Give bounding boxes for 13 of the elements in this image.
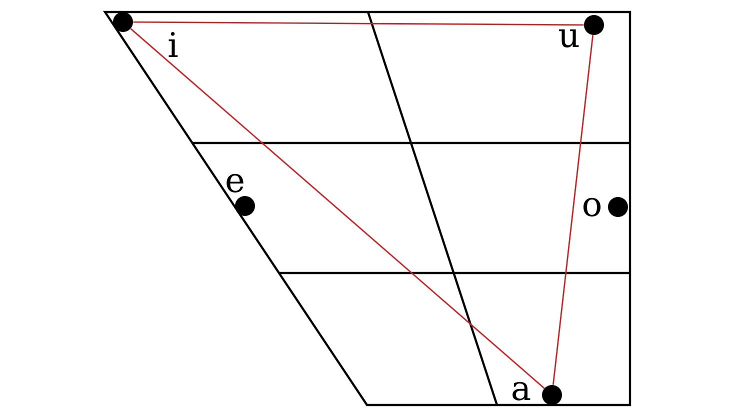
vowel-dot	[542, 385, 562, 405]
connector-line	[552, 35, 594, 385]
vowel-label: i	[168, 32, 178, 57]
vowel-label: o	[583, 198, 601, 216]
vowel-label: e	[226, 174, 244, 192]
connector-line	[133, 21, 584, 26]
vowel-dot	[235, 196, 255, 216]
vowel-dot	[608, 197, 628, 217]
vowel-label: u	[558, 29, 579, 48]
vowel-dot	[584, 15, 604, 35]
vowel-label: a	[512, 382, 530, 400]
connector-line	[130, 28, 545, 389]
vowel-dot	[113, 12, 133, 32]
